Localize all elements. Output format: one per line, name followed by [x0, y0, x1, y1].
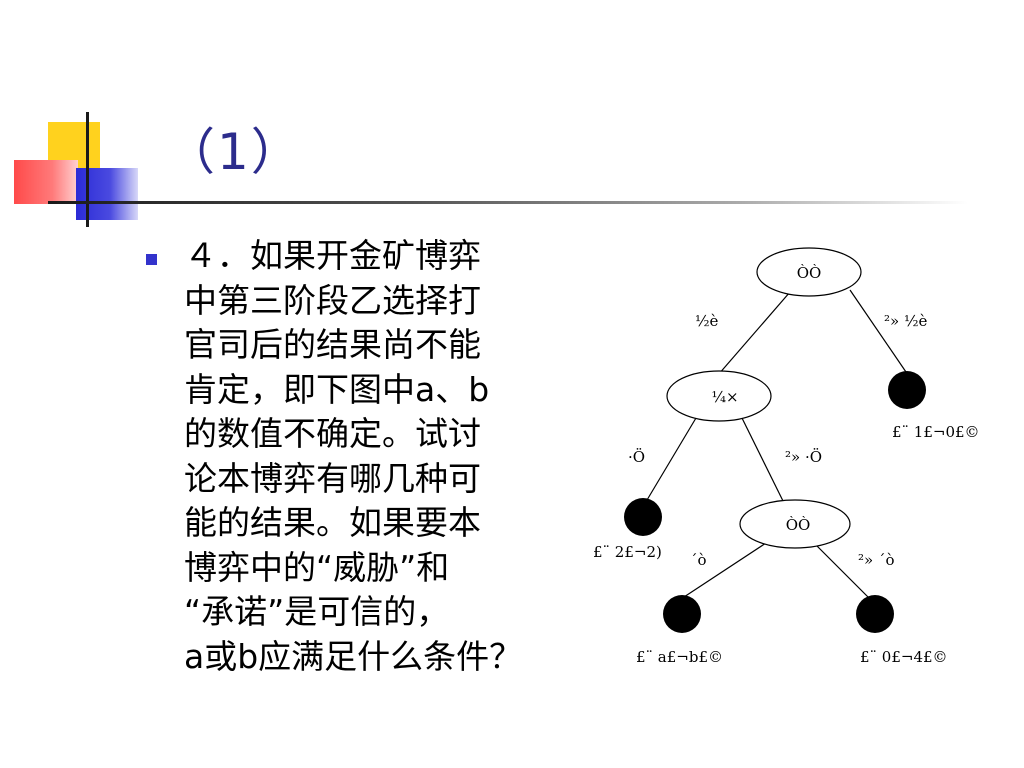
edge-mid-left — [646, 417, 697, 501]
payoff-low-left: £¨ a£¬b£© — [636, 648, 723, 666]
slide-title: （1） — [165, 123, 303, 181]
question-text: ４．如果开金矿博弈 中第三阶段乙选择打 官司后的结果尚不能 肯定，即下图中a、b… — [184, 236, 523, 676]
node-low — [739, 499, 851, 549]
payoff-right: £¨ 1£¬0£© — [892, 423, 980, 441]
edge-label-low-left: ´ò — [690, 551, 707, 569]
edge-label-mid-left: ·Ö — [628, 448, 645, 466]
node-mid — [666, 370, 772, 422]
node-root-label: ÒÒ — [797, 264, 822, 282]
game-tree-diagram: ÒÒ ¼× ÒÒ ½è ²» ½è ·Ö ²» ·Ö ´ò ²» ´ò £¨ 1… — [593, 247, 980, 666]
node-low-label: ÒÒ — [786, 516, 811, 534]
edge-label-low-right: ²» ´ò — [858, 551, 895, 569]
terminal-node-right — [888, 371, 926, 409]
terminal-node-low-right — [856, 595, 894, 633]
node-root — [756, 247, 862, 297]
terminal-node-low-left — [663, 595, 701, 633]
edge-label-mid-right: ²» ·Ö — [785, 448, 822, 466]
node-mid-label: ¼× — [711, 388, 738, 406]
edge-label-root-left: ½è — [695, 312, 719, 330]
payoff-low-right: £¨ 0£¬4£© — [860, 648, 948, 666]
edge-low-right — [814, 543, 869, 598]
edge-label-root-right: ²» ½è — [884, 312, 927, 330]
decor-vertical-line — [86, 112, 89, 227]
decor-horizontal-rule — [48, 201, 968, 204]
bullet-marker — [146, 254, 157, 265]
decor-red-block — [14, 160, 78, 204]
edge-root-right — [849, 289, 907, 373]
payoff-mid-left: £¨ 2£¬2) — [593, 543, 662, 561]
edge-mid-right — [739, 413, 786, 506]
terminal-node-mid-left — [624, 498, 662, 536]
edge-root-left — [717, 291, 791, 376]
edge-low-left — [683, 542, 767, 598]
